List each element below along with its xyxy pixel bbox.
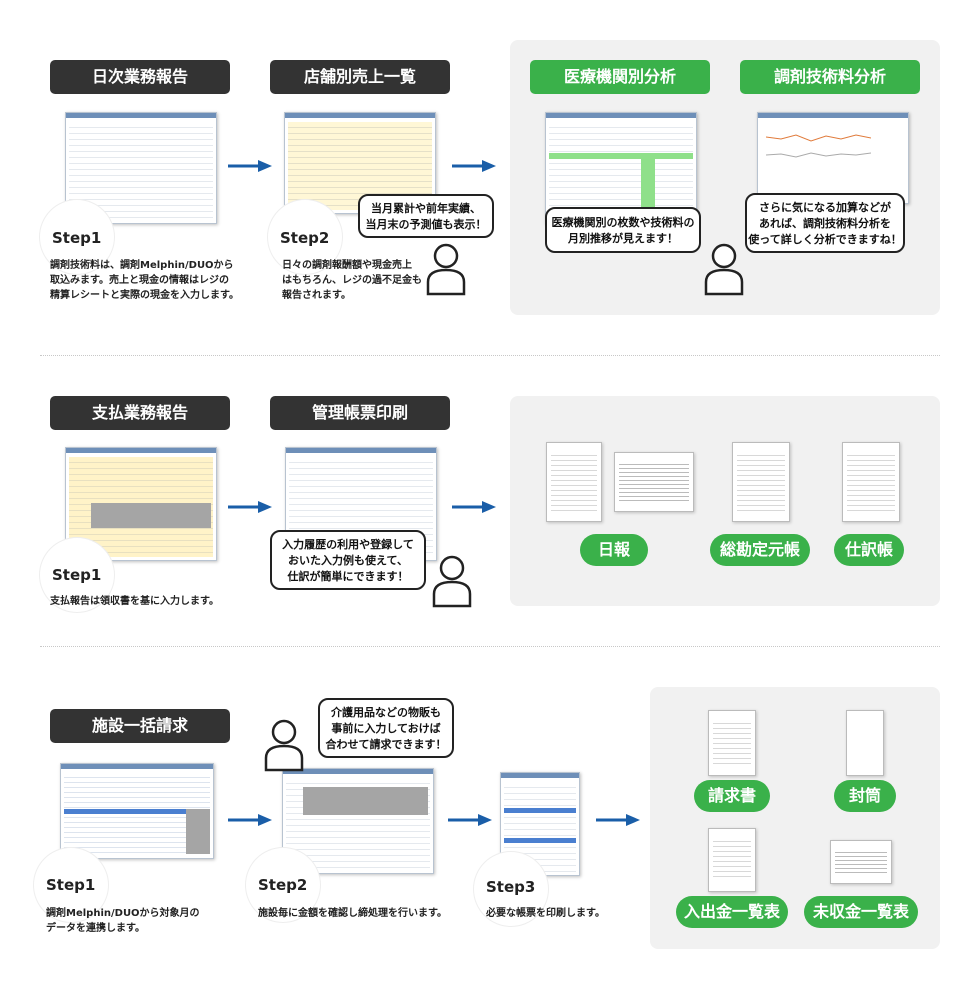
step1-description: 支払報告は領収書を基に入力します。: [50, 596, 219, 607]
step-title-store-sales: 店舗別売上一覧: [270, 60, 450, 94]
output-envelope: 封筒: [834, 780, 896, 812]
arrow-3-1: [228, 814, 272, 826]
step2-label: Step2: [280, 229, 330, 247]
person-icon: [432, 555, 472, 608]
output-invoice: 請求書: [694, 780, 770, 812]
step-title-payment-report: 支払業務報告: [50, 396, 230, 430]
step1-label: Step1: [46, 876, 96, 894]
step-title-facility-billing: 施設一括請求: [50, 709, 230, 743]
receivables-list-document: [830, 840, 892, 884]
person-icon: [704, 243, 744, 296]
speech-bubble-medical: 医療機関別の枚数や技術料の 月別推移が見えます！: [545, 207, 701, 253]
arrow-3-2: [448, 814, 492, 826]
step1-description: 調剤Melphin/DUOから対象月の データを連携します。: [46, 908, 200, 934]
speech-bubble-forecast: 当月累計や前年実績、 当月末の予測値も表示！: [358, 194, 494, 238]
speech-bubble-journal: 入力履歴の利用や登録して おいた入力例も使えて、 仕訳が簡単にできます！: [270, 530, 426, 590]
person-icon: [264, 719, 304, 772]
step3-description: 必要な帳票を印刷します。: [486, 908, 605, 919]
step3-circle: [474, 852, 548, 926]
trend-lines: [766, 134, 871, 158]
output-daily-report: 日報: [580, 534, 648, 566]
step2-circle: [246, 848, 320, 922]
speech-bubble-dispensing: さらに気になる加算などが あれば、調剤技術料分析を 使って詳しく分析できますね！: [745, 193, 905, 253]
output-journal: 仕訳帳: [834, 534, 904, 566]
output-deposit-list: 入出金一覧表: [676, 896, 788, 928]
arrow-1-2: [452, 160, 496, 172]
separator-2: [40, 646, 940, 647]
output-receivables-list: 未収金一覧表: [804, 896, 918, 928]
dispensing-analysis-screenshot: [757, 112, 909, 204]
facility-data-screenshot: [60, 763, 214, 859]
medical-analysis-screenshot: [545, 112, 697, 224]
arrow-3-3: [596, 814, 640, 826]
daily-report-document: [546, 442, 602, 522]
payment-report-screenshot: [65, 447, 217, 561]
arrow-1-1: [228, 160, 272, 172]
step1-description: 調剤技術料は、調剤Melphin/DUOから 取込みます。売上と現金の情報はレジ…: [50, 260, 239, 301]
output-general-ledger: 総勘定元帳: [710, 534, 810, 566]
title-dispensing-fee-analysis: 調剤技術料分析: [740, 60, 920, 94]
invoice-document: [708, 710, 756, 776]
general-ledger-document: [732, 442, 790, 522]
journal-document: [842, 442, 900, 522]
step1-label: Step1: [52, 229, 102, 247]
step3-label: Step3: [486, 878, 536, 896]
speech-bubble-goods: 介護用品などの物販も 事前に入力しておけば 合わせて請求できます！: [318, 698, 454, 758]
arrow-2-2: [452, 501, 496, 513]
step1-circle: [34, 848, 108, 922]
person-icon: [426, 243, 466, 296]
step-title-management-print: 管理帳票印刷: [270, 396, 450, 430]
step1-circle: [40, 538, 114, 612]
step1-circle: [40, 200, 114, 274]
title-medical-institution-analysis: 医療機関別分析: [530, 60, 710, 94]
step2-label: Step2: [258, 876, 308, 894]
separator-1: [40, 355, 940, 356]
envelope-document: [846, 710, 884, 776]
step2-circle: [268, 200, 342, 274]
step1-label: Step1: [52, 566, 102, 584]
step-title-daily-report: 日次業務報告: [50, 60, 230, 94]
step2-description: 施設毎に金額を確認し締処理を行います。: [258, 908, 447, 919]
daily-report-table-document: [614, 452, 694, 512]
deposit-list-document: [708, 828, 756, 892]
arrow-2-1: [228, 501, 272, 513]
step2-description: 日々の調剤報酬額や現金売上 はもちろん、レジの過不足金も 報告されます。: [282, 260, 422, 301]
